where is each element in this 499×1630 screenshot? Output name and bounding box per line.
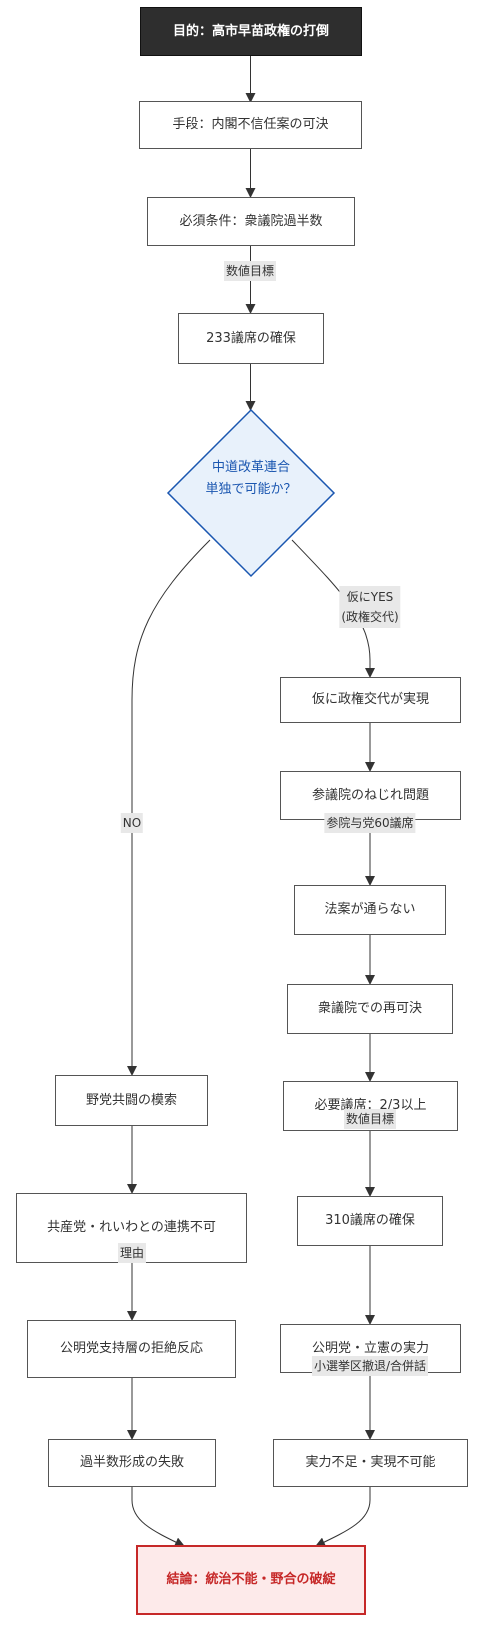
- node-no-komeito: 公明党支持層の拒絶反応: [27, 1320, 236, 1378]
- edge-label-numeric-target-1: 数値目標: [223, 261, 277, 281]
- edge-label-upper-house: 参院与党60議席: [324, 813, 416, 833]
- node-yes-change: 仮に政権交代が実現: [280, 677, 461, 723]
- decision-line-2: 単独で可能か？: [205, 482, 297, 497]
- edge-label-district: 小選挙区撤退/合併話: [311, 1356, 429, 1376]
- edge-no-conclusion: [131, 1487, 185, 1547]
- edge-label-yes-line-1: 仮にYES: [346, 590, 394, 604]
- node-no-opposition: 野党共闘の模索: [55, 1075, 208, 1126]
- node-yes-bills: 法案が通らない: [294, 885, 446, 935]
- edge-label-numeric-target-2: 数値目標: [343, 1109, 397, 1129]
- node-goal: 目的：高市早苗政権の打倒: [140, 7, 362, 56]
- decision-diamond: [166, 408, 336, 578]
- edge-yes-conclusion: [315, 1487, 371, 1547]
- edge-label-yes-line-2: (政権交代): [341, 610, 399, 624]
- node-conclusion: 結論：統治不能・野合の破綻: [136, 1545, 366, 1615]
- node-yes-seats310: 310議席の確保: [297, 1196, 443, 1246]
- node-condition: 必須条件：衆議院過半数: [147, 197, 355, 246]
- edge-label-no: NO: [120, 813, 144, 833]
- decision-line-1: 中道改革連合: [211, 460, 290, 475]
- node-yes-revote: 衆議院での再可決: [287, 984, 453, 1034]
- decision-text: 中道改革連合 単独で可能か？: [168, 457, 334, 501]
- edge-decision-no: [127, 539, 211, 1076]
- node-no-fail: 過半数形成の失敗: [48, 1439, 216, 1487]
- node-yes-lack: 実力不足・実現不可能: [273, 1439, 468, 1487]
- node-means: 手段：内閣不信任案の可決: [139, 101, 362, 149]
- node-seats233: 233議席の確保: [178, 313, 324, 364]
- edge-label-reason: 理由: [117, 1243, 147, 1263]
- edge-label-yes: 仮にYES (政権交代): [339, 586, 401, 628]
